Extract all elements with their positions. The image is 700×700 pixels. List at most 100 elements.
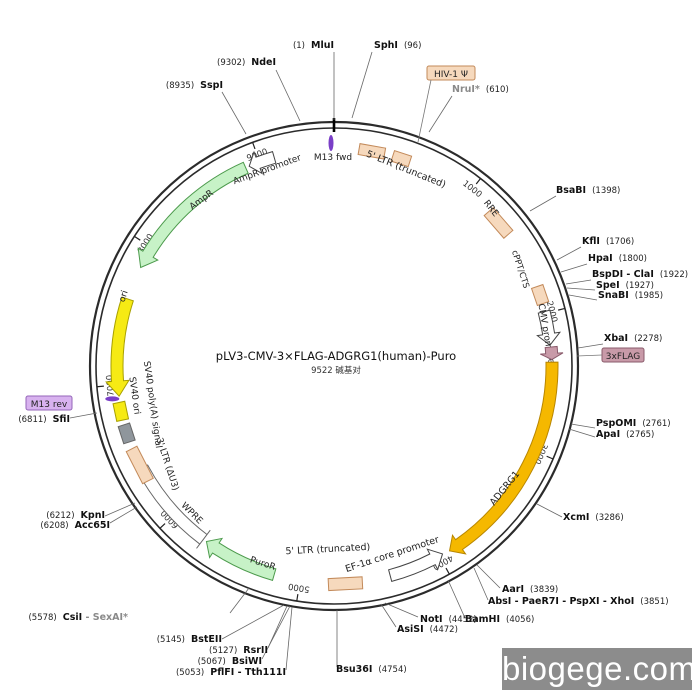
site-ndei-position: (9302): [217, 58, 245, 68]
feature-label-3xflag: 3xFLAG: [606, 352, 640, 362]
feature-sv40-polya-box: [112, 400, 130, 422]
site-sfii-position: (6811): [18, 415, 46, 425]
site-hpai: HpaI (1800): [560, 253, 647, 273]
site-xcmi-label: XcmI (3286): [563, 512, 624, 523]
plasmid-backbone: [88, 118, 580, 612]
feature-ef-1-core-promoter: [387, 548, 444, 583]
site-bsabi-label: BsaBI (1398): [556, 185, 620, 196]
site-rsrii-name: RsrII: [243, 645, 268, 656]
site-noti: NotI(4452): [384, 602, 477, 625]
site-csii-position: (5578): [28, 613, 56, 623]
site-bspdi-clai-label: BspDI - ClaI(1922): [592, 269, 688, 280]
callout-hiv-psi-box: [426, 65, 476, 81]
site-bspdi-clai: BspDI - ClaI(1922): [565, 269, 688, 285]
site-kpni: (6212) KpnI: [46, 502, 136, 521]
site-pflfi-tth111i-position: (5053): [176, 668, 204, 678]
feature-label-sv40-poly-a-signal: SV40 poly(A) signal: [141, 361, 163, 449]
site-aari-leader: [476, 564, 501, 589]
site-rsrii-position: (5127): [209, 646, 237, 656]
site-bsabi-position: (1398): [592, 186, 620, 196]
site-nrui-label: NruI*(610): [452, 84, 509, 95]
site-sphi: SphI(96): [351, 40, 421, 119]
feature-label-sv40-ori: SV40 ori: [126, 376, 141, 415]
site-snabi-name: SnaBI: [598, 290, 629, 301]
feature-5-ltr-truncated-lower: [327, 576, 364, 592]
site-absi-paer7i-pspxi-xhoi: AbsI - PaeR7I - PspXI - XhoI(3851): [473, 567, 669, 607]
site-absi-paer7i-pspxi-xhoi-name: AbsI - PaeR7I - PspXI - XhoI: [488, 596, 634, 607]
feature-m13-rev-marker: [105, 396, 120, 402]
site-csii-leader: [229, 587, 250, 614]
site-xbai-leader: [577, 343, 604, 349]
site-aari-label: AarI(3839): [502, 584, 558, 595]
site-kpni-position: (6212): [46, 511, 74, 521]
site-sfii-leader: [69, 412, 98, 419]
site-bsabi: BsaBI (1398): [529, 185, 620, 212]
site-xcmi-position: (3286): [595, 513, 623, 523]
site-csii-label: (5578) CsiI - SexAI*: [28, 612, 128, 623]
site-rsrii-label: (5127) RsrII: [209, 645, 268, 656]
scale-tick-9000: [252, 142, 256, 150]
site-nrui-position: (610): [486, 85, 509, 95]
scale-tick-8000: [134, 235, 141, 241]
feature-m13-fwd-marker: [328, 135, 334, 151]
site-pflfi-tth111i-name: PflFI - Tth111I: [210, 667, 286, 678]
site-absi-paer7i-pspxi-xhoi-leader: [473, 567, 489, 601]
site-ndei-leader: [275, 69, 301, 122]
site-ndei-label: (9302)NdeI: [217, 57, 276, 68]
feature-wpre: [136, 464, 211, 549]
site-sfii-name: SfiI: [53, 414, 70, 425]
site-bsiwi-leader: [261, 605, 291, 660]
site-pspomi-leader: [570, 423, 596, 429]
site-spei-label: SpeI(1927): [596, 280, 654, 291]
feature-label-ori: ori: [118, 289, 131, 303]
site-hpai-label: HpaI (1800): [588, 253, 647, 264]
site-xbai-label: XbaI (2278): [604, 333, 662, 344]
site-xcmi-name: XcmI: [563, 512, 589, 523]
site-bsiwi-name: BsiWI: [232, 656, 262, 667]
scale-tick-2000: [557, 307, 566, 311]
site-kfli-leader: [556, 246, 582, 261]
feature-puror: [205, 537, 277, 581]
scale-tick-5000: [296, 594, 299, 602]
site-sfii-label: (6811) SfiI: [18, 414, 70, 425]
feature-label-5-ltr-truncated-lower: 5' LTR (truncated): [285, 542, 370, 557]
site-kpni-name: KpnI: [81, 510, 105, 521]
site-kfli: KflI(1706): [556, 236, 634, 261]
site-spei-position: (1927): [626, 281, 654, 291]
site-bsiwi-position: (5067): [198, 657, 226, 667]
feature-ori: [105, 296, 134, 398]
site-apai-label: ApaI(2765): [596, 429, 654, 440]
site-pspomi-position: (2761): [642, 419, 670, 429]
site-sphi-label: SphI(96): [374, 40, 421, 51]
site-aari: AarI(3839): [476, 564, 558, 595]
site-xbai-name: XbaI: [604, 333, 628, 344]
site-bsabi-name: BsaBI: [556, 185, 586, 196]
site-xbai-position: (2278): [634, 334, 662, 344]
site-hpai-name: HpaI: [588, 253, 613, 264]
site-csii-name: CsiI: [63, 612, 82, 623]
site-kfli-label: KflI(1706): [582, 236, 634, 247]
feature-label-m13-fwd: M13 fwd: [314, 153, 352, 163]
feature-rre: [483, 207, 514, 239]
site-hpai-position: (1800): [619, 254, 647, 264]
scale-tick-1000: [475, 178, 482, 185]
site-spei-leader: [566, 287, 596, 291]
site-bsu36i-name: Bsu36I: [336, 664, 372, 675]
feature-ampr: [137, 161, 249, 269]
site-pspomi-name: PspOMI: [596, 418, 636, 429]
feature-cppt-cts: [530, 283, 550, 307]
site-asisi-leader: [380, 603, 397, 628]
site-bsu36i: Bsu36I(4754): [336, 610, 407, 675]
callout-3xflag-leader: [576, 354, 603, 357]
site-sphi-position: (96): [404, 41, 421, 51]
site-csii: (5578) CsiI - SexAI*: [28, 587, 250, 623]
site-sspi: (8935)SspI: [166, 80, 247, 135]
site-csii-alt-name: - SexAI*: [82, 612, 128, 623]
site-noti-position: (4452): [449, 615, 477, 625]
site-noti-leader: [384, 602, 419, 618]
site-acc65i-leader: [109, 506, 138, 524]
site-bspdi-clai-name: BspDI - ClaI: [592, 269, 654, 280]
site-bamhi-label: BamHI(4056): [465, 614, 534, 625]
feature-adgrg1: [448, 361, 559, 555]
